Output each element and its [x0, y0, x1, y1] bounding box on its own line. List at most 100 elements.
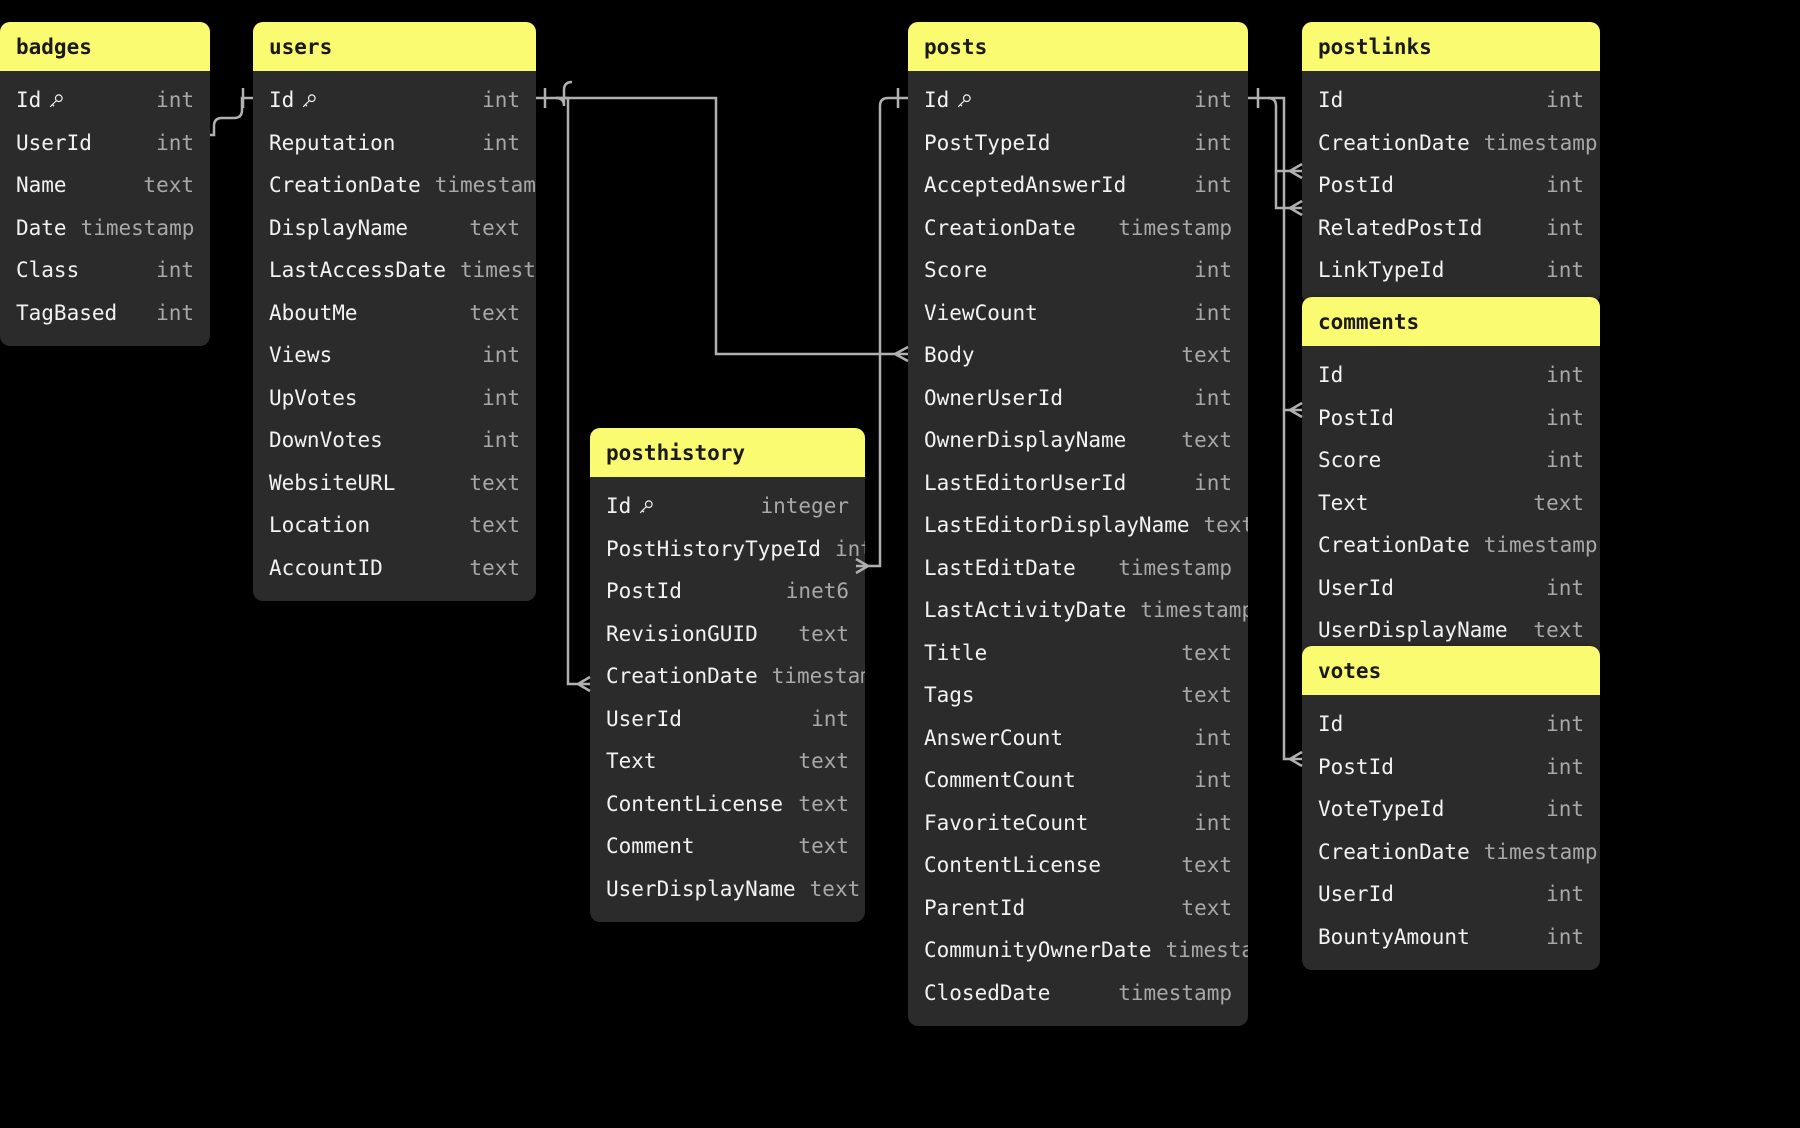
field-name: CreationDate: [1318, 533, 1470, 557]
field-row[interactable]: CommunityOwnerDatetimestamp: [908, 929, 1248, 972]
table-title-badges[interactable]: badges: [0, 22, 210, 71]
table-title-comments[interactable]: comments: [1302, 297, 1600, 346]
table-card-posthistory[interactable]: posthistoryIdintegerPostHistoryTypeIdint…: [590, 428, 865, 922]
field-name-wrap: UserDisplayName: [1318, 609, 1508, 652]
field-type: text: [469, 470, 520, 495]
field-name-wrap: CommentCount: [924, 759, 1076, 802]
field-name: LastEditorDisplayName: [924, 513, 1190, 537]
table-title-users[interactable]: users: [253, 22, 536, 71]
field-row[interactable]: UserId int: [1302, 567, 1600, 610]
field-name-wrap: OwnerUserId: [924, 377, 1063, 420]
field-name: DisplayName: [269, 215, 409, 240]
field-row[interactable]: PostHistoryTypeIdint: [590, 528, 865, 571]
field-name-wrap: CreationDate: [1318, 122, 1470, 165]
field-type: text: [1181, 428, 1232, 452]
table-title-posts[interactable]: posts: [908, 22, 1248, 71]
field-name-wrap: VoteTypeId: [1318, 788, 1444, 831]
field-type: int: [1546, 575, 1584, 600]
field-name-wrap: ClosedDate: [924, 972, 1050, 1015]
field-name: Text: [606, 749, 657, 773]
field-type: int: [1194, 173, 1232, 197]
table-title-postlinks[interactable]: postlinks: [1302, 22, 1600, 71]
field-name: UserId: [1318, 575, 1394, 600]
table-title-posthistory[interactable]: posthistory: [590, 428, 865, 477]
field-row[interactable]: LastAccessDatetimestamp: [253, 249, 536, 292]
table-title-votes[interactable]: votes: [1302, 646, 1600, 695]
field-type: int: [1194, 725, 1232, 750]
field-type: text: [1181, 895, 1232, 920]
